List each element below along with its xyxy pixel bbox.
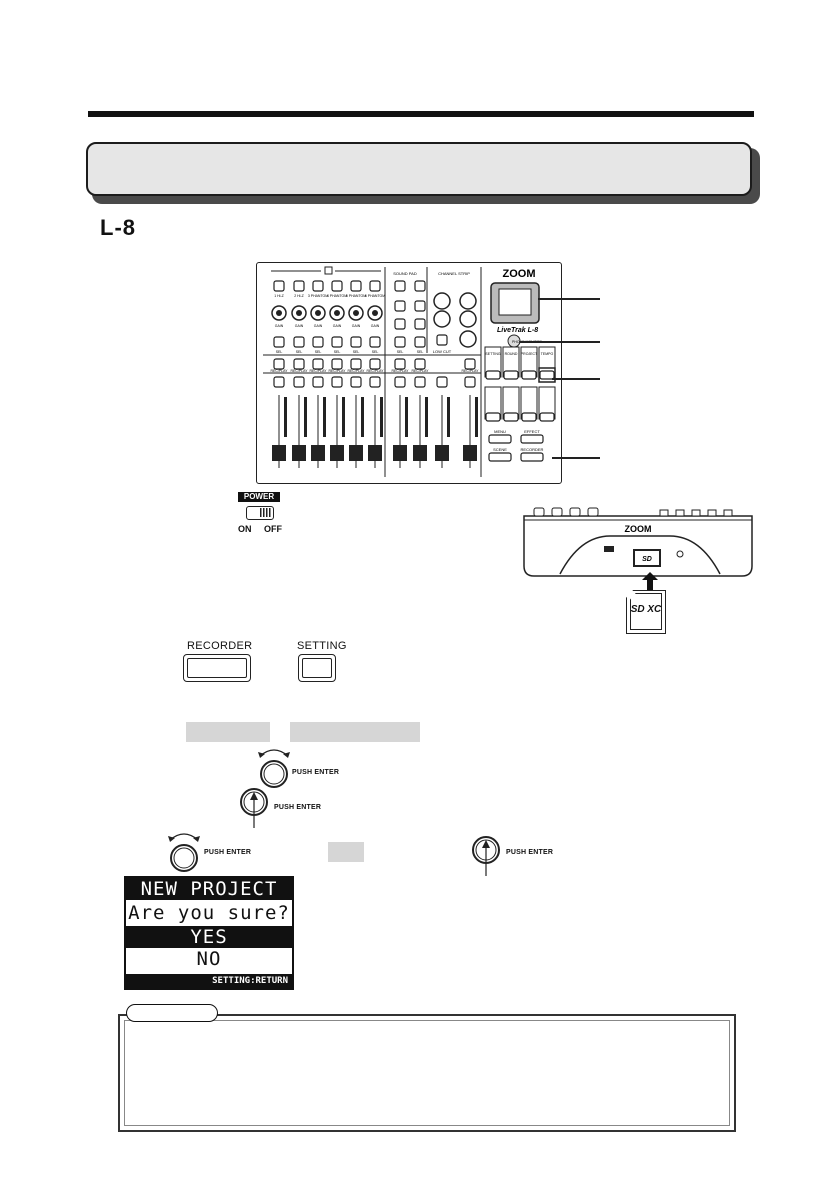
mixer-recplay-label: REC/PLAY xyxy=(366,369,384,373)
mixer-mode-label: TEMPO xyxy=(541,352,554,356)
sd-card-label: SD XC xyxy=(630,604,662,615)
mixer-strip-title: CHANNEL STRIP xyxy=(438,271,470,276)
push-enter-label-3: PUSH ENTER xyxy=(204,849,252,856)
setting-button-label: SETTING xyxy=(297,640,347,652)
note-tab xyxy=(126,1004,218,1022)
power-on-label: ON xyxy=(238,524,252,534)
mixer-sel-label: SEL xyxy=(397,350,404,354)
recorder-button-label: RECORDER xyxy=(187,640,253,652)
mixer-recplay-label: REC/PLAY xyxy=(391,369,409,373)
mixer-sel-label: SEL xyxy=(334,350,341,354)
callout-line-phone-monitor xyxy=(520,341,600,343)
mixer-gain-label: GAIN xyxy=(314,324,323,328)
lcd-title: NEW PROJECT xyxy=(126,878,292,900)
sd-card: SD XC xyxy=(626,590,666,634)
mixer-sel-label: SEL xyxy=(417,350,424,354)
mixer-recplay-label: REC/PLAY xyxy=(270,369,288,373)
section-rule xyxy=(88,111,754,117)
power-switch[interactable] xyxy=(246,506,274,520)
note-box-inner xyxy=(124,1020,730,1126)
note-box xyxy=(118,1014,736,1132)
mixer-ch-label: 6 PHANTOM xyxy=(365,294,385,298)
mixer-ch-label: 4 PHANTOM xyxy=(327,294,347,298)
mixer-effect-label: EFFECT xyxy=(524,429,540,434)
mixer-sel-label: SEL xyxy=(315,350,322,354)
mixer-recorder-label: RECORDER xyxy=(521,447,544,452)
mixer-menu-label: MENU xyxy=(494,429,506,434)
menu-path-pill-1 xyxy=(186,722,270,742)
lcd-option-yes[interactable]: YES xyxy=(126,926,292,948)
mixer-ch-label: 5 PHANTOM xyxy=(346,294,366,298)
mixer-panel-illustration: ZOOM LiveTrak L-8 MENU EFFECT SCENE RECO… xyxy=(256,262,562,484)
menu-path-pill-3 xyxy=(328,842,364,862)
insert-arrow-icon xyxy=(640,570,660,590)
push-enter-label-4: PUSH ENTER xyxy=(506,849,554,856)
mixer-recplay-label: REC/PLAY xyxy=(290,369,308,373)
callout-line-display xyxy=(538,298,600,300)
power-off-label: OFF xyxy=(264,524,282,534)
mixer-gain-label: GAIN xyxy=(275,324,284,328)
mixer-gain-label: GAIN xyxy=(352,324,361,328)
mixer-gain-label: GAIN xyxy=(371,324,380,328)
mixer-ch-label: 1 Hi-Z xyxy=(274,294,284,298)
mixer-scene-label: SCENE xyxy=(493,447,507,452)
mixer-product-name: LiveTrak L-8 xyxy=(497,327,538,334)
dial-turn-icon-2[interactable] xyxy=(164,826,204,874)
dial-press-icon-2[interactable] xyxy=(466,834,506,878)
lcd-option-no[interactable]: NO xyxy=(196,948,222,970)
front-sd-slot-label: SD xyxy=(642,556,652,563)
mixer-sel-label: SEL xyxy=(276,350,283,354)
menu-path-pill-2 xyxy=(290,722,420,742)
mixer-gain-label: GAIN xyxy=(333,324,342,328)
mixer-recplay-label: REC/PLAY xyxy=(328,369,346,373)
dial-turn-icon[interactable] xyxy=(254,742,294,790)
model-heading: L-8 xyxy=(100,215,136,240)
mixer-sound-pad: SOUND PAD xyxy=(393,271,417,276)
callout-line-setting-button xyxy=(552,378,600,380)
power-switch-slider xyxy=(260,508,272,517)
front-panel-svg: ZOOM SD xyxy=(523,507,753,577)
dial-press-icon[interactable] xyxy=(234,786,274,830)
mixer-mode-label: SETTING xyxy=(485,352,500,356)
push-enter-label-1: PUSH ENTER xyxy=(292,769,340,776)
mixer-sel-label: SEL xyxy=(372,350,379,354)
mixer-sel-label: SEL xyxy=(353,350,360,354)
mixer-recplay-label: REC/PLAY xyxy=(461,369,479,373)
section-banner xyxy=(86,142,752,196)
mixer-gain-label: GAIN xyxy=(295,324,304,328)
mixer-brand: ZOOM xyxy=(503,268,536,280)
mixer-recplay-label: REC/PLAY xyxy=(347,369,365,373)
push-enter-label-2: PUSH ENTER xyxy=(274,804,322,811)
setting-button[interactable] xyxy=(298,654,336,682)
lcd-question: Are you sure? xyxy=(128,902,290,924)
lcd-footer: SETTING:RETURN xyxy=(126,974,292,988)
mixer-recplay-label: REC/PLAY xyxy=(411,369,429,373)
recorder-button[interactable] xyxy=(183,654,251,682)
callout-line-recorder-button xyxy=(552,457,600,459)
front-brand: ZOOM xyxy=(625,524,652,534)
power-label: POWER xyxy=(238,492,280,502)
mixer-ch-label: 3 PHANTOM xyxy=(308,294,328,298)
mixer-recplay-label: REC/PLAY xyxy=(309,369,327,373)
lcd-screen: NEW PROJECT Are you sure? YES NO SETTING… xyxy=(124,876,294,990)
mixer-low-cut: LOW CUT xyxy=(433,349,452,354)
mixer-ch-label: 2 Hi-Z xyxy=(294,294,304,298)
mixer-sel-label: SEL xyxy=(296,350,303,354)
mixer-mode-label: PROJECT xyxy=(521,352,538,356)
mixer-mode-label: ROUND xyxy=(505,352,518,356)
front-panel-illustration: ZOOM SD xyxy=(520,506,756,580)
mixer-panel-svg: ZOOM LiveTrak L-8 MENU EFFECT SCENE RECO… xyxy=(263,266,556,477)
